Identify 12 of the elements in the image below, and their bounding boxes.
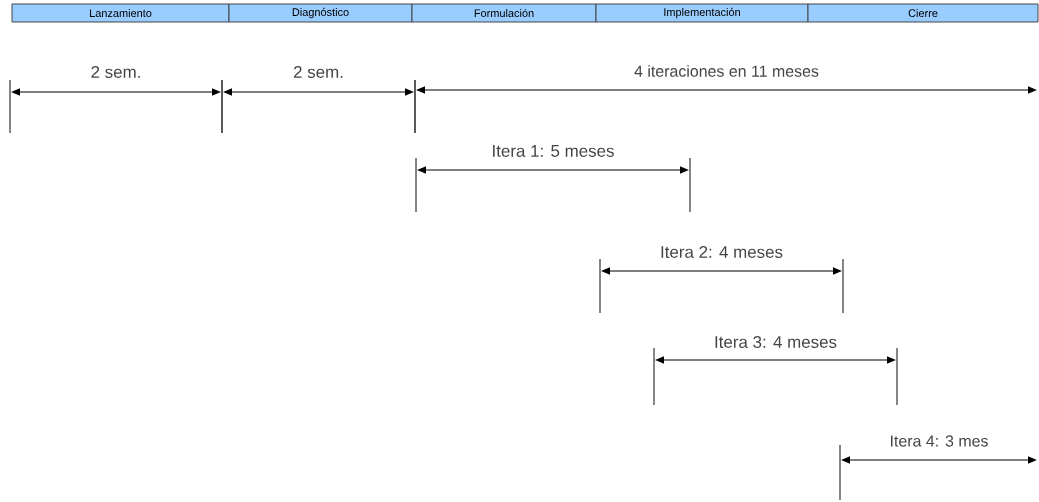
dimension-label: Itera 2: 4 meses bbox=[661, 246, 783, 258]
dimension-label: Itera 4: 3 mes bbox=[891, 435, 988, 447]
phase-box: Cierre bbox=[807, 3, 1039, 23]
phase-box: Implementación bbox=[595, 3, 809, 23]
dimension-label: 2 sem. bbox=[91, 66, 140, 78]
phase-box: Lanzamiento bbox=[11, 3, 230, 23]
dimension-label: 4 iteraciones en 11 meses bbox=[634, 65, 819, 77]
dimension-label: Itera 1: 5 meses bbox=[493, 145, 614, 157]
dimension-label: Itera 3: 4 meses bbox=[715, 336, 837, 348]
phase-box: Formulación bbox=[411, 3, 597, 23]
phase-box: Diagnóstico bbox=[228, 3, 413, 23]
dimension-label: 2 sem. bbox=[293, 66, 343, 78]
